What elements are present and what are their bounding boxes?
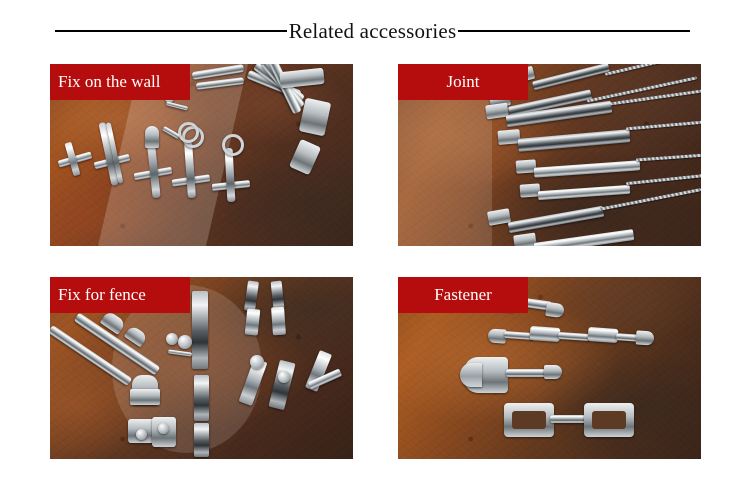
tube-connector: [194, 375, 209, 421]
card-label-banner: Fix for fence: [50, 277, 190, 313]
accessory-card-joint[interactable]: Joint: [398, 64, 701, 246]
fastener-shaft: [506, 369, 548, 377]
card-label-banner: Joint: [398, 64, 528, 100]
card-label: Joint: [446, 72, 480, 91]
clamp-hole: [278, 371, 290, 383]
page-header: Related accessories: [55, 14, 691, 48]
card-label-banner: Fastener: [398, 277, 528, 313]
fence-stud: [244, 308, 261, 336]
swage-end: [635, 330, 655, 346]
card-label: Fix for fence: [58, 285, 146, 304]
accessory-card-fix-for-fence[interactable]: Fix for fence: [50, 277, 353, 459]
accessory-card-fix-on-the-wall[interactable]: Fix on the wall: [50, 64, 353, 246]
fastener-clamp-slot: [512, 411, 546, 429]
swage-socket: [587, 326, 619, 344]
tube-connector: [192, 291, 208, 369]
accessory-card-grid: Fix on the wall: [50, 64, 701, 459]
fence-bracket: [130, 389, 160, 405]
accessory-card-fastener[interactable]: Fastener: [398, 277, 701, 459]
header-rule-left: [55, 30, 287, 32]
washer: [178, 335, 192, 349]
clamp-hole: [250, 355, 264, 369]
header-rule-right: [458, 30, 691, 32]
anchor-head: [145, 126, 159, 148]
card-label-banner: Fix on the wall: [50, 64, 190, 100]
page-title: Related accessories: [288, 19, 457, 43]
eye-bolt-ring: [178, 122, 199, 143]
swage-end: [544, 365, 562, 379]
bracket-hole: [136, 429, 147, 440]
cross-clamp-jaw: [460, 363, 482, 387]
card-label: Fastener: [434, 285, 492, 304]
fastener-clamp-slot: [592, 411, 626, 429]
eye-bolt-ring: [222, 134, 244, 156]
swage-socket: [529, 325, 561, 343]
fence-stud: [271, 306, 286, 336]
bracket-hole: [158, 423, 169, 434]
fastener-shaft: [550, 415, 588, 423]
tube-connector: [194, 423, 209, 457]
washer: [166, 333, 178, 345]
card-label: Fix on the wall: [58, 72, 161, 91]
